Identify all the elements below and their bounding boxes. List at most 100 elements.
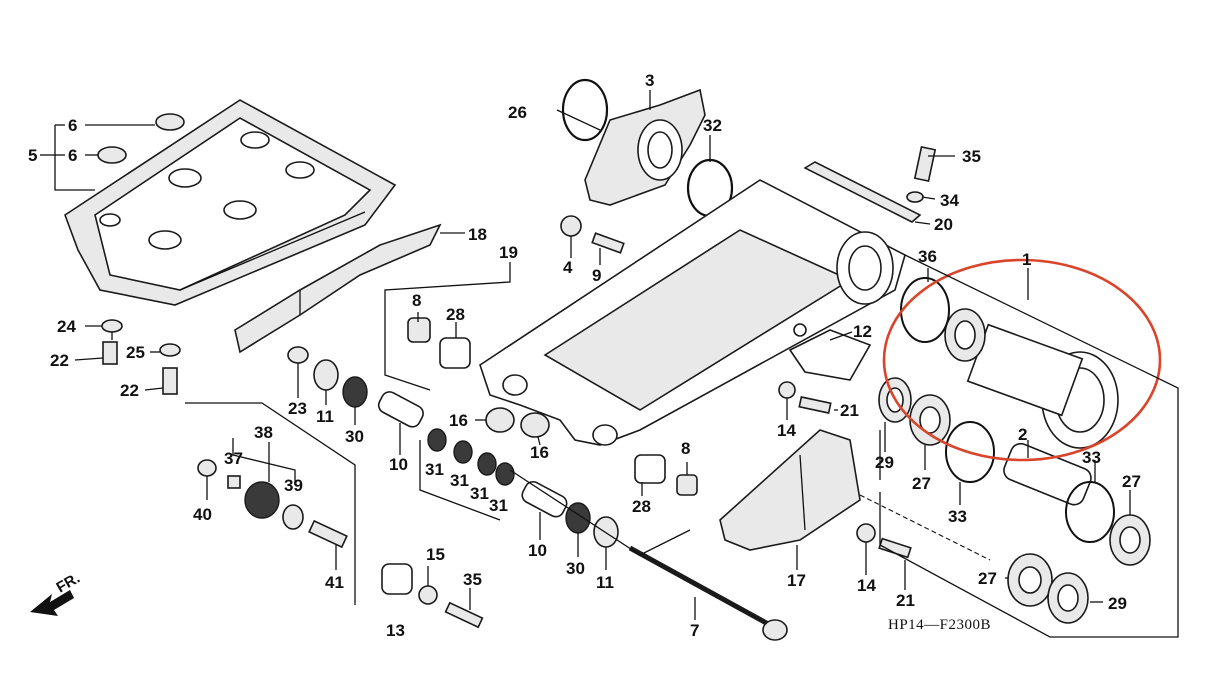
- label-16-right: 16: [530, 443, 549, 462]
- washer-24: [101, 319, 123, 333]
- label-18: 18: [468, 225, 487, 244]
- bearing-27-right-bore: [1119, 526, 1141, 554]
- label-7: 7: [690, 621, 699, 640]
- label-22-left: 22: [50, 351, 69, 370]
- label-31-d: 31: [489, 496, 508, 515]
- label-40: 40: [193, 505, 212, 524]
- collar-28-upper: [439, 337, 471, 369]
- label-12: 12: [853, 322, 872, 341]
- collar-39: [282, 504, 304, 530]
- bearing-31-a: [427, 428, 447, 452]
- label-38: 38: [254, 423, 273, 442]
- label-8-upper: 8: [412, 291, 421, 310]
- chain-slider-part: [234, 223, 442, 354]
- label-28-lower: 28: [632, 497, 651, 516]
- label-11-upper: 11: [316, 407, 334, 426]
- label-17: 17: [787, 571, 806, 590]
- label-28-upper: 28: [446, 305, 465, 324]
- roller-38: [244, 481, 280, 519]
- collar-10-upper: [377, 391, 424, 428]
- pivot-bolt-7: [628, 545, 772, 628]
- label-34: 34: [940, 191, 959, 210]
- label-37: 37: [224, 449, 243, 468]
- label-11-lower: 11: [596, 573, 614, 592]
- chain-guide-slider-part: [719, 429, 861, 551]
- label-23: 23: [288, 399, 307, 418]
- front-direction-arrow: [30, 590, 74, 616]
- washer-40: [197, 459, 217, 477]
- bolt-21-lower: [878, 537, 912, 559]
- bolt-35-lower: [444, 601, 484, 629]
- label-21-lower: 21: [896, 591, 915, 610]
- label-33-right: 33: [1082, 448, 1101, 467]
- oil-seal-29-lower-bore: [1057, 584, 1079, 612]
- label-19: 19: [499, 243, 518, 262]
- cap-16-left: [485, 407, 515, 433]
- label-21-upper: 21: [840, 401, 859, 420]
- collar-15: [418, 585, 438, 605]
- label-10-upper: 10: [389, 455, 408, 474]
- snap-ring-part: [561, 78, 609, 142]
- dust-seal-11-upper: [313, 359, 339, 391]
- label-9: 9: [592, 266, 601, 285]
- label-16-left: 16: [449, 411, 468, 430]
- washer-25: [159, 343, 181, 357]
- bracket-5: [54, 155, 95, 191]
- label-31-b: 31: [450, 471, 469, 490]
- bolt-22-left: [102, 341, 118, 365]
- collar-28-lower: [634, 454, 666, 484]
- label-13: 13: [386, 621, 405, 640]
- cap-16-right: [520, 412, 550, 438]
- label-14-lower: 14: [857, 576, 876, 595]
- label-26: 26: [508, 103, 527, 122]
- label-5: 5: [28, 146, 37, 165]
- label-4: 4: [563, 258, 573, 277]
- bolt-35-upper: [913, 145, 937, 183]
- bushing-8-lower: [676, 474, 698, 496]
- label-27-right: 27: [1122, 472, 1141, 491]
- bearing-30-upper: [342, 376, 368, 408]
- label-25: 25: [126, 343, 145, 362]
- collar-10-lower: [521, 480, 568, 518]
- nut-34: [906, 191, 924, 203]
- label-29-upper: 29: [875, 453, 894, 472]
- bushing-8-upper: [407, 317, 431, 343]
- label-6-upper: 6: [68, 116, 77, 135]
- cap-6-lower: [97, 146, 127, 164]
- label-6-lower: 6: [68, 146, 77, 165]
- label-32: 32: [703, 116, 722, 135]
- label-36: 36: [918, 247, 937, 266]
- label-8-lower: 8: [681, 439, 690, 458]
- collar-14-upper: [778, 381, 796, 399]
- brake-caliper-bracket-part: [584, 88, 706, 206]
- label-33-left: 33: [948, 507, 967, 526]
- label-15: 15: [426, 545, 445, 564]
- label-41: 41: [325, 573, 344, 592]
- label-30-lower: 30: [566, 559, 585, 578]
- grease-fitting-23: [287, 346, 309, 364]
- label-14-upper: 14: [777, 421, 796, 440]
- bolt-9: [591, 232, 625, 254]
- chain-guide-bracket-part: [788, 329, 872, 381]
- label-20: 20: [934, 215, 953, 234]
- label-1: 1: [1022, 250, 1031, 269]
- label-22-right: 22: [120, 381, 139, 400]
- bolt-22-right: [162, 367, 178, 395]
- diagram-code: HP14—F2300B: [888, 617, 991, 633]
- chain-adjuster-plate-part: [803, 161, 922, 223]
- front-label: FR.: [54, 570, 83, 597]
- label-10-lower: 10: [528, 541, 547, 560]
- label-31-a: 31: [425, 460, 444, 479]
- collar-14-lower: [856, 523, 876, 543]
- label-39: 39: [284, 476, 303, 495]
- label-27-lower: 27: [978, 569, 997, 588]
- chain-guard-part: [64, 99, 397, 306]
- pivot-bolt-7-head: [762, 619, 788, 641]
- label-30-upper: 30: [345, 427, 364, 446]
- bolt-21-upper: [798, 396, 832, 414]
- label-2: 2: [1018, 425, 1027, 444]
- swingarm-part: [479, 179, 906, 446]
- label-24: 24: [57, 317, 76, 336]
- highlight-circle: [882, 258, 1162, 462]
